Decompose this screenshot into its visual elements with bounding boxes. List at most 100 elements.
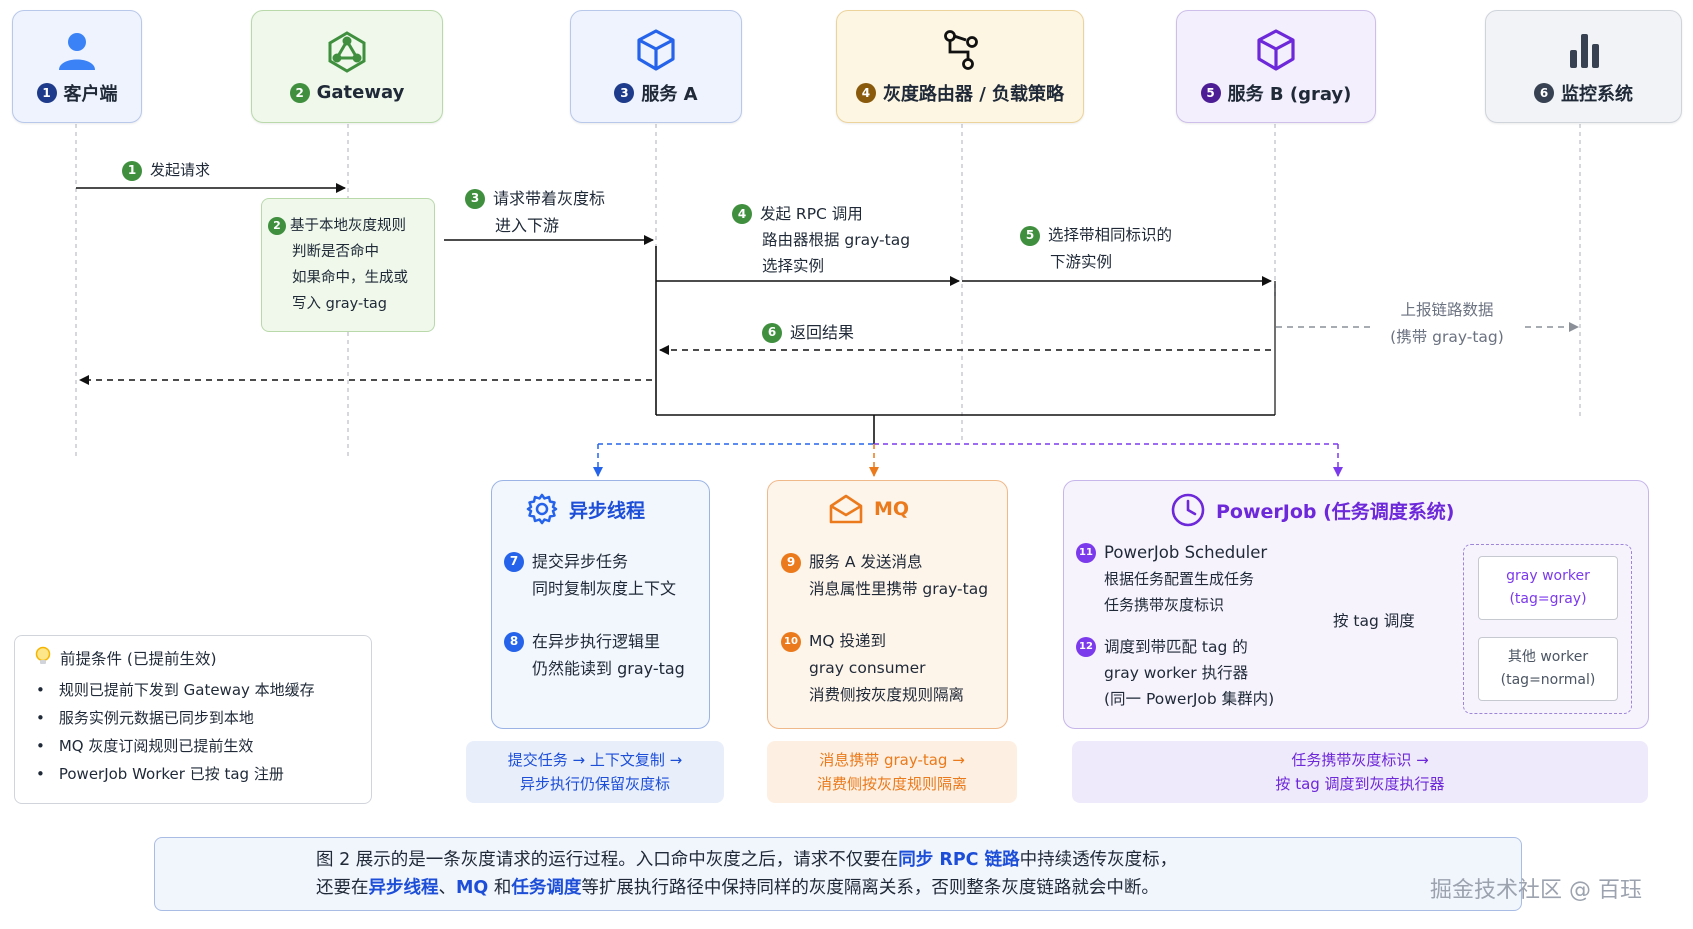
powerjob-summary-strip: 任务携带灰度标识 → 按 tag 调度到灰度执行器: [1072, 741, 1648, 803]
item-text: gray worker 执行器: [1104, 664, 1249, 682]
actor-label: 客户端: [63, 83, 118, 105]
prereq-title-text: 前提条件 (已提前生效): [60, 650, 217, 668]
actor-client: 1 客户端: [12, 10, 142, 123]
step-badge: 2: [268, 217, 286, 235]
strip-text: 任务携带灰度标识 →: [1291, 751, 1429, 769]
panel-title-text: MQ: [874, 498, 910, 520]
gateway-decision-box: [261, 198, 435, 332]
step-badge: 6: [762, 322, 782, 343]
mq-summary-strip: 消息携带 gray-tag → 消费侧按灰度规则隔离: [767, 741, 1017, 803]
caption-highlight: 任务调度: [511, 878, 582, 898]
prereq-list: •规则已提前下发到 Gateway 本地缓存 •服务实例元数据已同步到本地 •M…: [36, 676, 315, 788]
step-text: 选择实例: [762, 257, 825, 275]
step-badge: 1: [122, 160, 142, 181]
step-text: 发起 RPC 调用: [760, 205, 863, 223]
strip-text: 消息携带 gray-tag →: [819, 751, 965, 769]
watermark: 掘金技术社区 @ 百珏: [1430, 878, 1642, 903]
step-text: 路由器根据 gray-tag: [762, 231, 911, 249]
caption-highlight: 同步 RPC 链路: [898, 850, 1020, 870]
step-badge: 5: [1200, 82, 1221, 103]
caption-line-1: 图 2 展示的是一条灰度请求的运行过程。入口命中灰度之后，请求不仅要在同步 RP…: [316, 850, 1178, 870]
strip-text: 提交任务 → 上下文复制 →: [507, 751, 683, 769]
lightbulb-icon: [34, 646, 52, 670]
dispatch-label: 按 tag 调度: [1333, 612, 1415, 630]
actor-label: Gateway: [316, 82, 405, 103]
actor-service-b: 5 服务 B (gray): [1176, 10, 1376, 123]
cube-icon: [634, 28, 678, 72]
item-text: MQ 投递到: [809, 632, 887, 650]
route-icon: [938, 28, 982, 72]
async-summary-strip: 提交任务 → 上下文复制 → 异步执行仍保留灰度标: [466, 741, 724, 803]
strip-text: 消费侧按灰度规则隔离: [816, 775, 967, 793]
step-text: 基于本地灰度规则: [290, 218, 406, 234]
cube-icon: [1254, 28, 1298, 72]
item-text: gray consumer: [809, 659, 926, 677]
item-text: PowerJob Scheduler: [1104, 543, 1268, 562]
actor-label: 服务 B (gray): [1227, 83, 1352, 105]
user-icon: [55, 28, 99, 72]
prereq-item: 规则已提前下发到 Gateway 本地缓存: [58, 681, 315, 699]
gateway-icon: [325, 30, 369, 74]
actor-gateway: 2 Gateway: [251, 10, 443, 123]
item-text: 服务 A 发送消息: [809, 553, 923, 571]
step-badge: 11: [1076, 543, 1096, 563]
normal-worker-box: 其他 worker (tag=normal): [1478, 637, 1618, 701]
bar-chart-icon: [1562, 28, 1606, 72]
prereq-box: [14, 635, 372, 804]
async-thread-panel: [491, 480, 710, 729]
actor-label: 灰度路由器 / 负载策略: [882, 83, 1065, 105]
powerjob-panel-title: PowerJob (任务调度系统): [1170, 492, 1455, 528]
actor-label: 服务 A: [641, 83, 698, 105]
step-badge: 8: [504, 631, 524, 652]
panel-title-text: 异步线程: [569, 499, 646, 522]
gray-worker-box: gray worker (tag=gray): [1478, 556, 1618, 620]
caption-highlight: MQ: [456, 878, 489, 898]
step-3-label: 3 请求带着灰度标 进入下游: [465, 185, 605, 239]
step-badge: 2: [289, 82, 310, 103]
step-text: 请求带着灰度标: [493, 189, 606, 208]
async-panel-title: 异步线程: [525, 492, 645, 526]
step-badge: 4: [855, 82, 876, 103]
step-badge: 10: [781, 631, 801, 652]
step-text: 返回结果: [790, 323, 855, 342]
worker-name: 其他 worker: [1507, 649, 1589, 665]
worker-name: gray worker: [1506, 568, 1590, 584]
step-text: 写入 gray-tag: [292, 296, 387, 312]
caption-line-2: 还要在异步线程、MQ 和任务调度等扩展执行路径中保持同样的灰度隔离关系，否则整条…: [316, 878, 1159, 898]
step-badge: 4: [732, 204, 752, 224]
item-text: 根据任务配置生成任务: [1104, 570, 1255, 588]
gear-icon: [526, 493, 558, 525]
step-badge: 1: [36, 82, 57, 103]
step-4-label: 4 发起 RPC 调用 路由器根据 gray-tag 选择实例: [732, 201, 910, 279]
caption-text: 图 2 展示的是一条灰度请求的运行过程。入口命中灰度之后，请求不仅要在同步 RP…: [316, 846, 1177, 902]
step-text: 进入下游: [495, 216, 560, 235]
worker-group: [1463, 544, 1632, 714]
item-text: (同一 PowerJob 集群内): [1104, 690, 1275, 708]
item-text: 提交异步任务: [532, 552, 629, 571]
actor-router: 4 灰度路由器 / 负载策略: [836, 10, 1084, 123]
actor-label: 监控系统: [1561, 83, 1633, 105]
worker-tag: (tag=gray): [1509, 591, 1587, 607]
step-badge: 3: [465, 188, 485, 209]
item-text: 消息属性里携带 gray-tag: [809, 580, 989, 598]
strip-text: 异步执行仍保留灰度标: [519, 775, 670, 793]
report-text: (携带 gray-tag): [1390, 328, 1504, 346]
report-text: 上报链路数据: [1400, 301, 1494, 319]
item-text: 仍然能读到 gray-tag: [532, 659, 685, 678]
step-badge: 5: [1020, 225, 1040, 246]
prereq-title: 前提条件 (已提前生效): [34, 646, 217, 670]
step-6-label: 6 返回结果: [762, 320, 854, 345]
worker-tag: (tag=normal): [1500, 672, 1596, 688]
prereq-item: MQ 灰度订阅规则已提前生效: [58, 737, 254, 755]
step-badge: 7: [504, 551, 524, 572]
mail-open-icon: [829, 494, 863, 524]
